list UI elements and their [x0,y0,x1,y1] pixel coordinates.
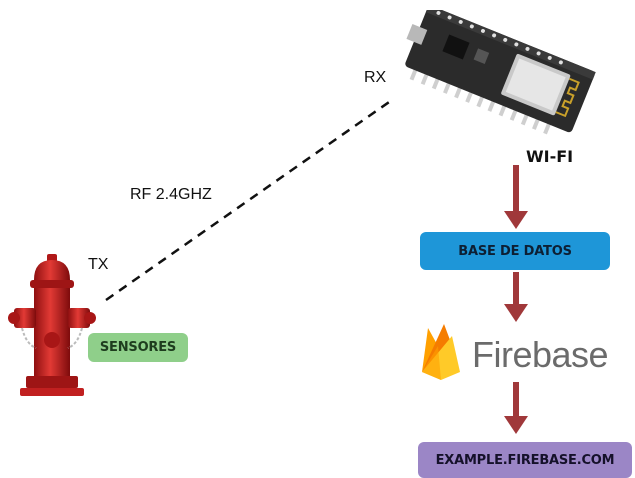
arrow-wifi-to-db [504,165,528,229]
tx-label: TX [88,256,109,273]
rf-label: RF 2.4GHZ [130,186,212,203]
base-de-datos-box: BASE DE DATOS [420,232,610,270]
wifi-label: WI-FI [526,147,574,166]
example-firebase-box: EXAMPLE.FIREBASE.COM [418,442,632,478]
arrow-firebase-to-example [504,382,528,434]
wifi-module-icon [405,10,596,135]
firebase-wordmark: Firebase [472,334,609,375]
fire-hydrant-icon [8,254,96,396]
arrow-db-to-firebase [504,272,528,322]
sensores-box: SENSORES [88,333,188,362]
firebase-flame-icon [422,324,460,380]
rx-label: RX [364,69,387,86]
